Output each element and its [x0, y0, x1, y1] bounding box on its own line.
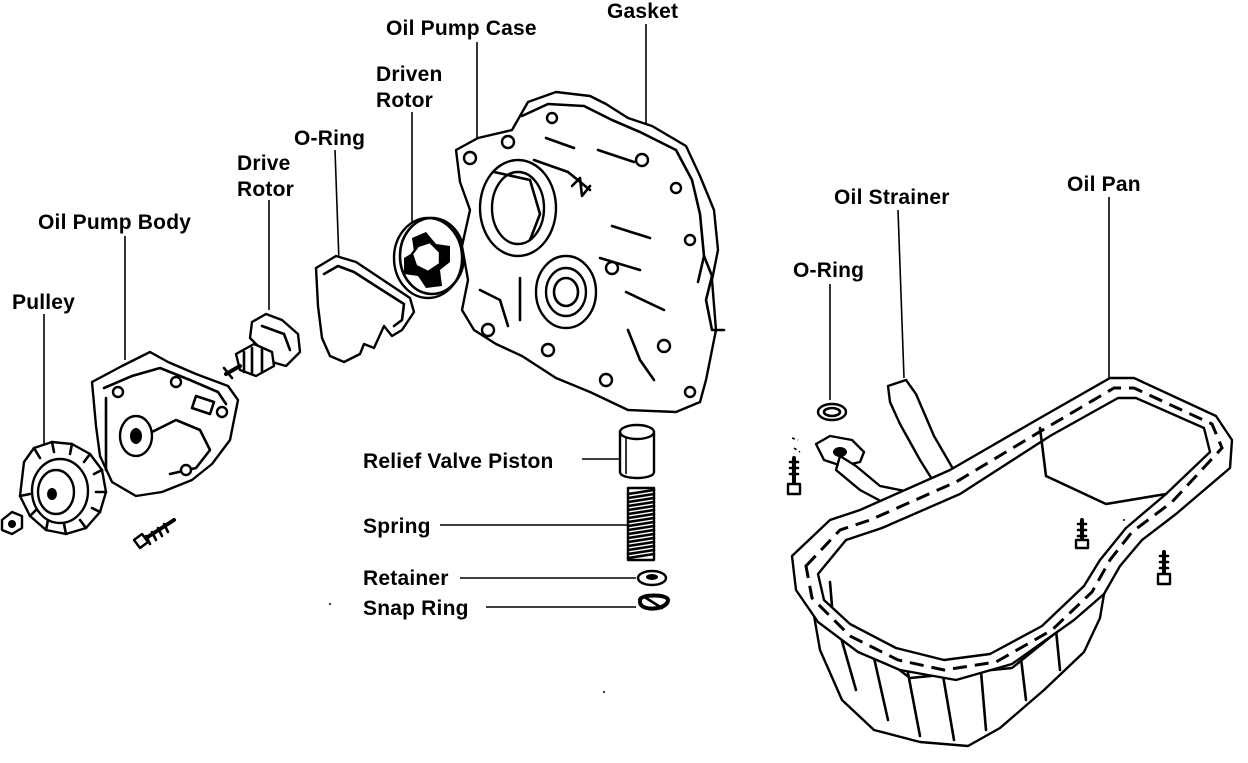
label-gasket: Gasket	[607, 0, 679, 23]
oil-pump-body-illustration	[92, 352, 238, 548]
label-oil-pump-body: Oil Pump Body	[38, 211, 192, 234]
leader-oil-strainer	[898, 210, 904, 378]
pulley-illustration	[2, 442, 106, 534]
label-driven-rotor-line1: Driven	[376, 63, 443, 86]
print-specks	[329, 519, 1125, 693]
label-retainer: Retainer	[363, 567, 449, 590]
label-oil-pump-case: Oil Pump Case	[386, 17, 537, 40]
label-o-ring-lower: O-Ring	[793, 259, 865, 282]
drive-rotor-illustration	[224, 314, 300, 378]
o-ring-upper-illustration	[316, 256, 414, 362]
label-snap-ring: Snap Ring	[363, 597, 469, 620]
leader-lines	[44, 24, 1109, 607]
label-oil-strainer: Oil Strainer	[834, 186, 950, 209]
label-o-ring-upper: O-Ring	[294, 127, 366, 150]
label-oil-pan: Oil Pan	[1067, 173, 1141, 196]
oil-pan-illustration	[792, 378, 1232, 746]
relief-valve-parts-illustration	[620, 425, 668, 609]
label-pulley: Pulley	[12, 291, 76, 314]
label-drive-rotor-line2: Rotor	[237, 178, 294, 201]
driven-rotor-illustration	[394, 218, 464, 298]
label-drive-rotor-line1: Drive	[237, 152, 291, 175]
o-ring-lower-illustration	[788, 404, 864, 494]
label-driven-rotor-line2: Rotor	[376, 89, 433, 112]
leader-o-ring-upper	[335, 150, 339, 262]
oil-pump-case-illustration	[456, 92, 724, 412]
label-relief-valve-piston: Relief Valve Piston	[363, 450, 554, 473]
label-spring: Spring	[363, 515, 431, 538]
